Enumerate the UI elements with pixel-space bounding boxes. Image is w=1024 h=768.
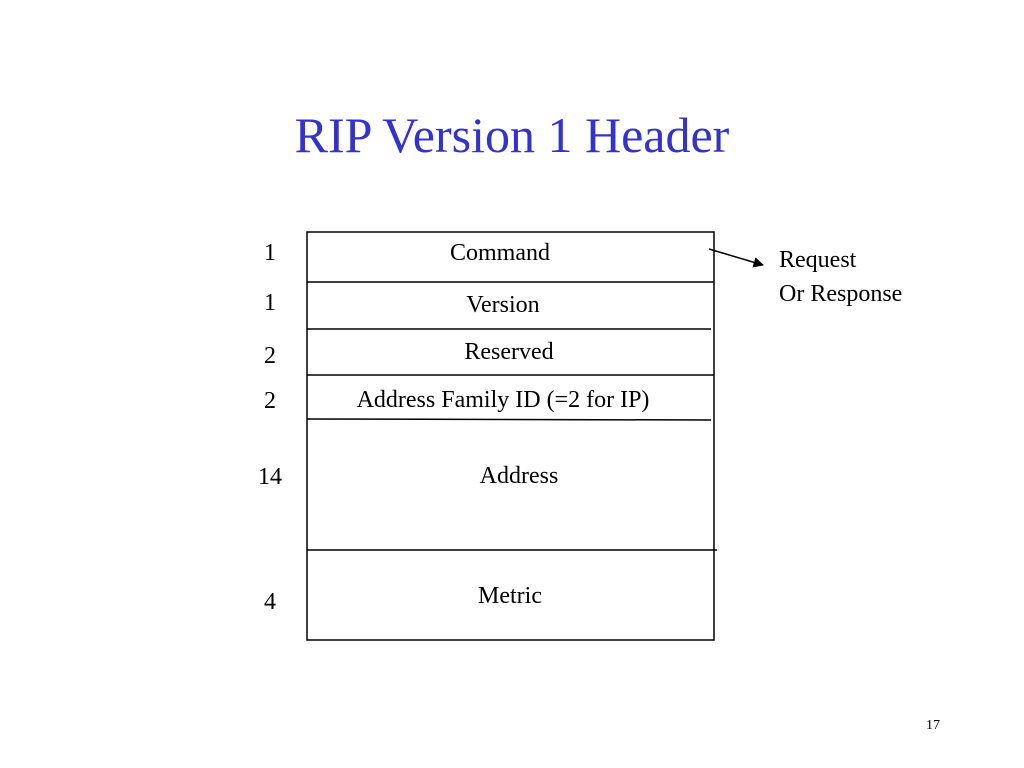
callout-line-request: Request bbox=[779, 247, 857, 273]
field-size-address: 14 bbox=[258, 464, 282, 490]
field-label-command: Command bbox=[450, 240, 550, 266]
field-size-afi: 2 bbox=[264, 388, 276, 414]
separator-afi-address bbox=[306, 418, 712, 421]
field-label-version: Version bbox=[466, 292, 539, 318]
field-label-address: Address bbox=[480, 463, 559, 489]
field-label-reserved: Reserved bbox=[464, 339, 553, 365]
field-label-metric: Metric bbox=[478, 583, 542, 609]
page-number: 17 bbox=[926, 718, 940, 733]
callout-arrow bbox=[708, 248, 765, 268]
slide-title: RIP Version 1 Header bbox=[294, 107, 730, 163]
field-label-afi: Address Family ID (=2 for IP) bbox=[357, 387, 650, 413]
field-size-version: 1 bbox=[264, 290, 276, 316]
header-box bbox=[306, 231, 715, 641]
callout-line-response: Or Response bbox=[779, 281, 902, 307]
field-size-reserved: 2 bbox=[264, 343, 276, 369]
field-size-command: 1 bbox=[264, 240, 276, 266]
field-size-metric: 4 bbox=[264, 589, 276, 615]
